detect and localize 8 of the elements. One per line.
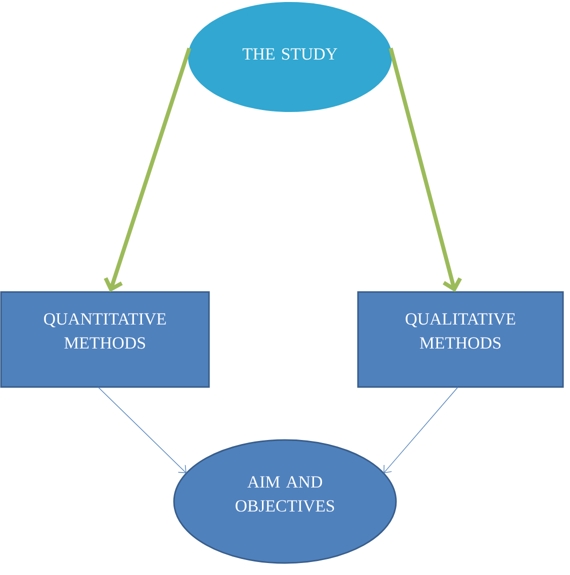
arrow bbox=[384, 386, 458, 474]
arrow bbox=[104, 48, 192, 292]
oval-node: THE STUDY bbox=[188, 2, 392, 112]
arrow bbox=[98, 386, 186, 474]
arrow bbox=[388, 48, 462, 292]
process-box: QUALITATIVE METHODS bbox=[357, 291, 564, 388]
process-box: QUANTITATIVE METHODS bbox=[0, 291, 210, 388]
oval-node: AIM AND OBJECTIVES bbox=[173, 439, 397, 564]
